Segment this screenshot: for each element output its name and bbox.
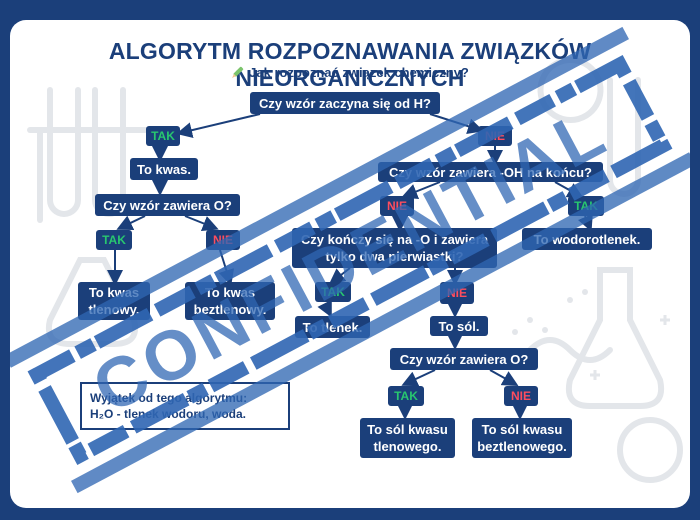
yes-label-hydroxide: TAK (568, 196, 604, 216)
yes-label-oxide: TAK (315, 282, 351, 302)
exception-note-line2: H₂O - tlenek wodoru, woda. (90, 407, 247, 421)
oxide-question: Czy kończy się na -O i zawiera tylko dwa… (292, 228, 497, 268)
yes-label-start: TAK (146, 126, 180, 146)
nonoxy-salt-result: To sól kwasu beztlenowego. (472, 418, 572, 458)
hydroxide-question: Czy wzór zawiera -OH na końcu? (378, 162, 603, 182)
diagram-card: ALGORYTM ROZPOZNAWANIA ZWIĄZKÓW NIEORGAN… (10, 20, 690, 508)
salt-result: To sól. (430, 316, 488, 336)
yes-label-salt: TAK (388, 386, 424, 406)
nonoxy-acid-result: To kwas beztlenowy. (185, 282, 275, 320)
salt-oxygen-question: Czy wzór zawiera O? (390, 348, 538, 370)
acid-oxygen-question: Czy wzór zawiera O? (95, 194, 240, 216)
oxy-acid-result: To kwas tlenowy. (78, 282, 150, 320)
exception-note: Wyjątek od tego algorytmu: H₂O - tlenek … (80, 382, 290, 430)
exception-note-line1: Wyjątek od tego algorytmu: (90, 391, 248, 405)
acid-result: To kwas. (130, 158, 198, 180)
no-label-oxide: NIE (440, 282, 474, 304)
oxide-result: To tlenek. (295, 316, 370, 338)
no-label-acid: NIE (206, 230, 240, 250)
start-question: Czy wzór zaczyna się od H? (250, 92, 440, 114)
hydroxide-result: To wodorotlenek. (522, 228, 652, 250)
no-label-hydroxide: NIE (380, 196, 414, 216)
no-label-salt: NIE (504, 386, 538, 406)
no-label-start: NIE (478, 126, 512, 146)
oxy-salt-result: To sól kwasu tlenowego. (360, 418, 455, 458)
yes-label-acid: TAK (96, 230, 132, 250)
